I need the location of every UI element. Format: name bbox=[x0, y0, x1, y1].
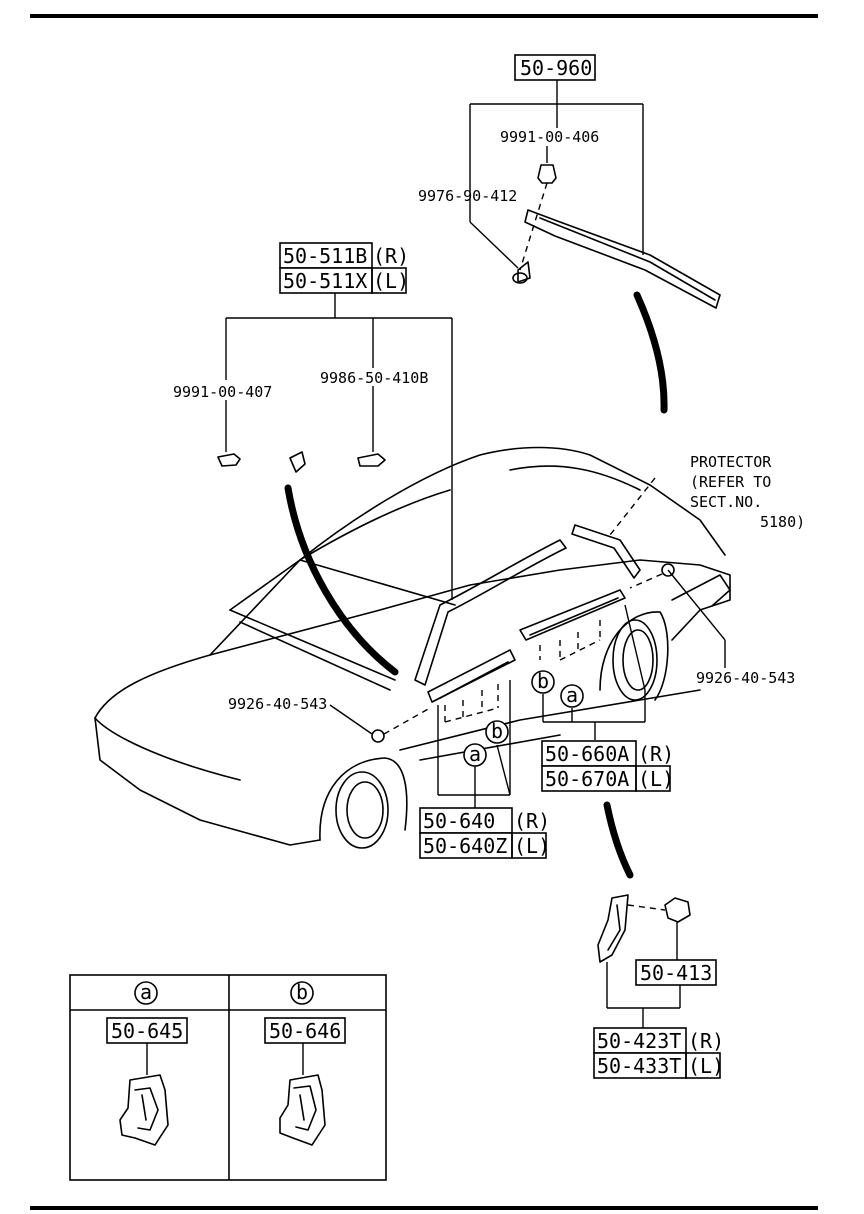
part-50-640: 50-640 bbox=[423, 809, 495, 833]
callout-box-l3 bbox=[511, 832, 547, 859]
marker-b-rear-label: b bbox=[537, 669, 549, 693]
right-side-label-2: (R) bbox=[638, 742, 674, 766]
part-9926-40-543-right: 9926-40-543 bbox=[696, 669, 795, 687]
rear-door-molding-part bbox=[519, 524, 675, 661]
protector-note-line-3: SECT.NO. bbox=[690, 493, 762, 511]
quarter-garnish-part bbox=[597, 801, 691, 963]
legend-marker-a-label: a bbox=[140, 980, 152, 1004]
legend-frame bbox=[69, 974, 387, 1181]
callout-box-l1 bbox=[371, 267, 407, 294]
marker-a-rear-label: a bbox=[566, 683, 578, 707]
right-side-label-3: (R) bbox=[514, 809, 550, 833]
clip-a-illustration bbox=[119, 1074, 169, 1146]
part-9986-50-410B: 9986-50-410B bbox=[320, 369, 428, 387]
callout-box-50-670A bbox=[541, 765, 637, 792]
part-50-511X: 50-511X bbox=[283, 269, 367, 293]
part-50-413: 50-413 bbox=[640, 961, 712, 985]
clip-b-illustration bbox=[279, 1074, 326, 1146]
leader-lines bbox=[225, 80, 726, 1028]
marker-a-front bbox=[463, 743, 487, 767]
part-50-660A: 50-660A bbox=[545, 742, 629, 766]
part-50-423T: 50-423T bbox=[597, 1029, 681, 1053]
callout-box-50-413 bbox=[635, 959, 717, 986]
part-50-640Z: 50-640Z bbox=[423, 834, 507, 858]
right-side-label-4: (R) bbox=[688, 1029, 724, 1053]
left-side-label-2: (L) bbox=[638, 767, 674, 791]
callout-box-l2 bbox=[635, 765, 671, 792]
marker-b-front-label: b bbox=[491, 719, 503, 743]
protector-leader bbox=[609, 477, 656, 536]
part-9991-00-406: 9991-00-406 bbox=[500, 128, 599, 146]
marker-b-rear bbox=[531, 670, 555, 694]
marker-a-rear bbox=[560, 684, 584, 708]
legend-marker-b-label: b bbox=[296, 980, 308, 1004]
callout-box-50-423T bbox=[593, 1027, 687, 1054]
left-side-label-3: (L) bbox=[514, 834, 550, 858]
legend-marker-b bbox=[290, 981, 314, 1005]
part-9991-00-407: 9991-00-407 bbox=[173, 383, 272, 401]
part-9926-40-543-left: 9926-40-543 bbox=[228, 695, 327, 713]
callout-box-50-511B bbox=[279, 242, 373, 269]
legend-part-50-645: 50-645 bbox=[111, 1019, 183, 1043]
protector-note-line-1: PROTECTOR bbox=[690, 453, 772, 471]
right-side-label: (R) bbox=[373, 244, 409, 268]
pillar-molding-part bbox=[217, 451, 399, 676]
marker-b-front bbox=[485, 720, 509, 744]
clip-legend-table: a b 50-645 50-646 bbox=[69, 974, 387, 1181]
roof-molding-part bbox=[512, 164, 721, 414]
marker-a-front-label: a bbox=[469, 742, 481, 766]
callout-box-50-960 bbox=[514, 54, 596, 81]
legend-marker-a bbox=[134, 981, 158, 1005]
left-side-label-4: (L) bbox=[688, 1054, 724, 1078]
legend-part-50-646: 50-646 bbox=[269, 1019, 341, 1043]
protector-note-line-4: 5180) bbox=[760, 513, 805, 531]
legend-box-50-646 bbox=[264, 1017, 346, 1044]
part-50-511B: 50-511B bbox=[283, 244, 367, 268]
left-side-label: (L) bbox=[373, 269, 409, 293]
callout-box-50-511X bbox=[279, 267, 373, 294]
front-door-molding-part bbox=[371, 539, 567, 743]
part-50-670A: 50-670A bbox=[545, 767, 629, 791]
part-50-433T: 50-433T bbox=[597, 1054, 681, 1078]
protector-note-line-2: (REFER TO bbox=[690, 473, 771, 491]
car-body-illustration bbox=[94, 446, 731, 849]
callout-box-l4 bbox=[685, 1052, 721, 1079]
part-50-960: 50-960 bbox=[520, 56, 592, 80]
part-9976-90-412: 9976-90-412 bbox=[418, 187, 517, 205]
